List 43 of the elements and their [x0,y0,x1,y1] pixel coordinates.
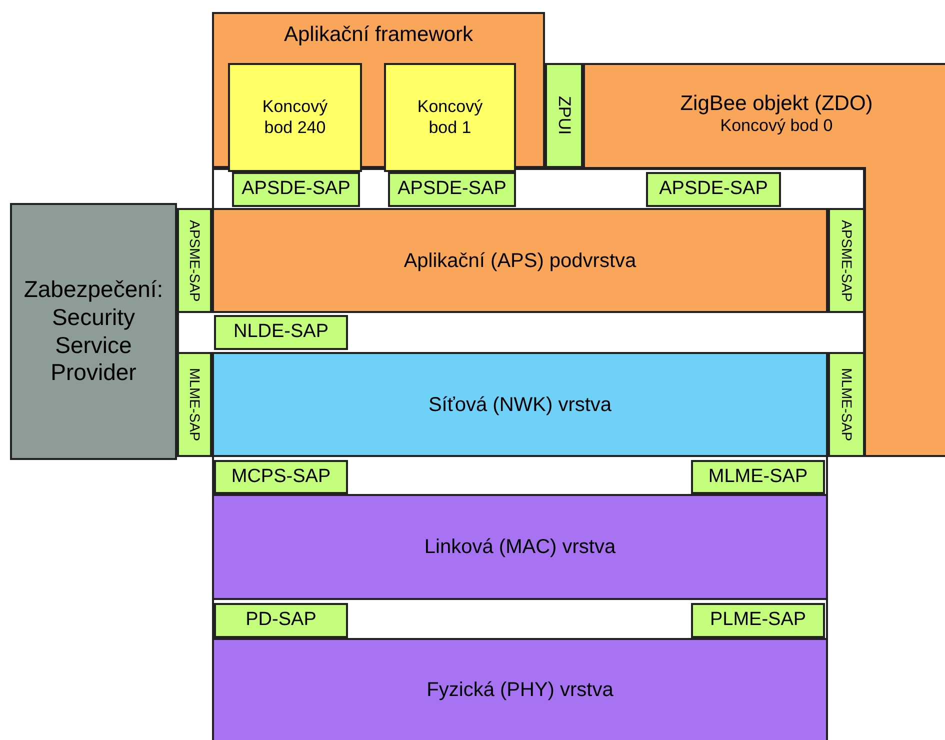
sap-box [177,208,212,313]
node-label: MLME-SAP [708,466,808,488]
sap-box [214,603,348,638]
sap-box [388,172,516,207]
node-label: APSME-SAP [186,220,203,302]
node-label: APSDE-SAP [659,178,768,201]
sap-box [214,460,348,494]
node-label: Koncový bod 1 [416,97,484,138]
sap-box [828,352,865,457]
node-label: APSDE-SAP [242,178,350,201]
node-label: Fyzická (PHY) vrstva [426,678,614,702]
node-label: ZigBee objekt (ZDO) [680,91,873,116]
node-label: PLME-SAP [710,609,806,632]
interface-box [545,63,583,168]
sap-box [691,460,825,494]
node-label: APSME-SAP [838,220,855,302]
node-label: MLME-SAP [186,368,203,442]
security-box [10,203,177,460]
node-label: Síťová (NWK) vrstva [428,392,612,416]
node-label: Aplikační framework [284,22,474,48]
node-label: PD-SAP [246,609,316,632]
endpoint-box [384,63,516,172]
sap-box [828,208,865,313]
node-label: ZPUI [554,96,574,135]
layer-box [212,208,828,313]
node-label: APSDE-SAP [398,178,506,201]
node-label: Aplikační (APS) podvrstva [404,248,636,272]
node-label: Koncový bod 240 [261,97,329,138]
node-sublabel: Koncový bod 0 [720,116,833,137]
node-label: Linková (MAC) vrstva [424,535,616,559]
layer-box [212,352,828,457]
node-label: MCPS-SAP [231,466,331,488]
node-label: NLDE-SAP [233,321,329,344]
sap-box [177,352,212,457]
sap-box [232,172,360,207]
sap-box [214,315,348,350]
node-label: Zabezpečení: Security Service Provider [22,276,164,387]
sap-box [646,172,781,207]
sap-box [691,603,825,638]
layer-box [212,638,828,740]
node-label: MLME-SAP [838,368,855,442]
endpoint-box [228,63,362,172]
layer-box [212,494,828,600]
